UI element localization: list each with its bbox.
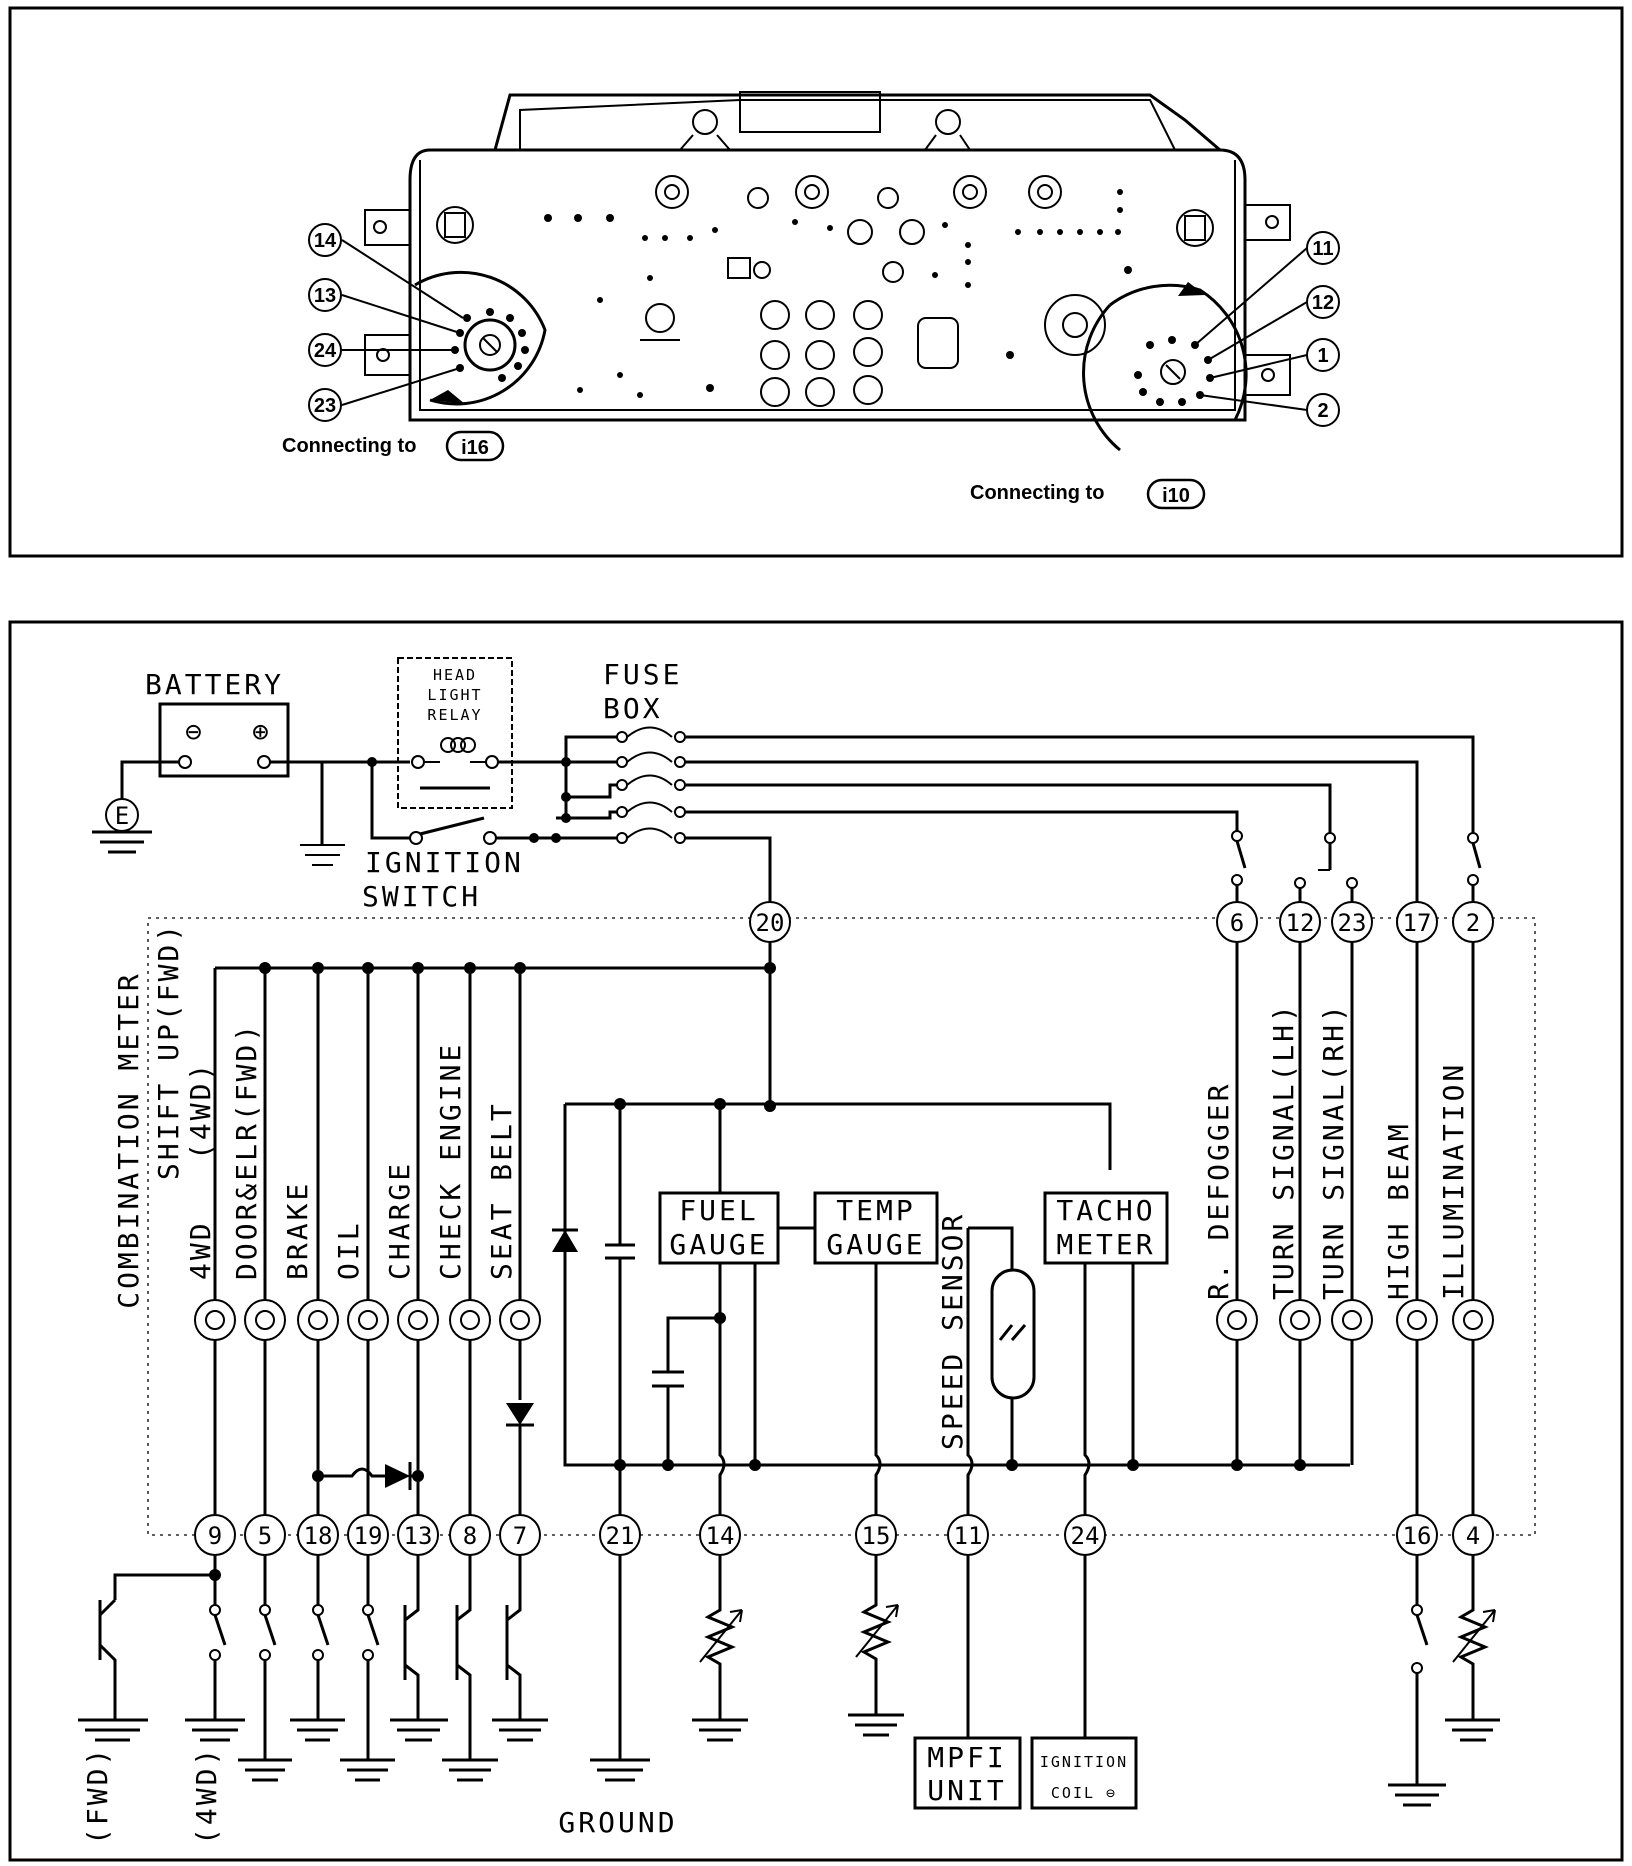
fuel-gauge-line-1: FUEL (679, 1194, 758, 1227)
speed-sensor-reed (990, 1268, 1036, 1400)
terminal-20: 20 (756, 909, 785, 937)
label-check-engine: CHECK ENGINE (434, 1042, 467, 1280)
terminal-16: 16 (1403, 1522, 1432, 1550)
battery: BATTERY ⊖ ⊕ (145, 668, 290, 778)
lamp-bulbs-right (1216, 1299, 1494, 1341)
label-high-beam: HIGH BEAM (1382, 1121, 1415, 1300)
top-panel-frame (8, 6, 1624, 558)
label-r-defogger: R. DEFOGGER (1202, 1082, 1235, 1300)
terminal-9: 9 (208, 1522, 222, 1550)
terminal-2: 2 (1466, 909, 1480, 937)
pin-label-12: 12 (1312, 292, 1334, 314)
label-seat-belt: SEAT BELT (485, 1101, 518, 1280)
connector-left-text: Connecting to (282, 435, 416, 457)
lamp-bulbs-left (194, 1299, 541, 1341)
label-door: DOOR&ELR(FWD) (230, 1022, 263, 1280)
label-oil: OIL (332, 1220, 365, 1280)
terminal-14: 14 (706, 1522, 735, 1550)
fuse-box-line-2: BOX (603, 692, 663, 725)
label-brake: BRAKE (281, 1181, 314, 1280)
label-4wd: 4WD (184, 1220, 217, 1280)
external-switches (78, 1555, 1500, 1807)
temp-gauge-line-2: GAUGE (826, 1228, 925, 1261)
relay-line-2: LIGHT (427, 686, 482, 704)
battery-neg-symbol: ⊖ (185, 715, 205, 748)
label-turn-lh: TURN SIGNAL(LH) (1267, 1002, 1300, 1300)
ignition-line-1: IGNITION (365, 846, 524, 879)
temp-gauge-line-1: TEMP (836, 1194, 915, 1227)
terminal-8: 8 (463, 1522, 477, 1550)
terminal-18: 18 (304, 1522, 333, 1550)
fuse-box: FUSE BOX (603, 658, 682, 725)
ignition-coil-box: IGNITION COIL ⊖ (1030, 1736, 1138, 1810)
relay-line-1: HEAD (433, 666, 477, 684)
terminal-4: 4 (1466, 1522, 1480, 1550)
schematic-frame (8, 620, 1624, 1862)
pin-label-24: 24 (314, 340, 337, 362)
battery-label: BATTERY (145, 668, 284, 701)
pin-label-2: 2 (1317, 400, 1328, 422)
tacho-meter: TACHO METER (1043, 1191, 1169, 1265)
speed-sensor-label: SPEED SENSOR (936, 1212, 969, 1450)
ignition-switch: IGNITION SWITCH (362, 816, 524, 913)
right-pin-callouts: 11 12 1 2 (1194, 231, 1340, 427)
terminal-24: 24 (1071, 1522, 1100, 1550)
earth-label: E (115, 802, 129, 830)
pin-label-11: 11 (1312, 238, 1333, 260)
tacho-line-2: METER (1056, 1228, 1155, 1261)
pin-label-1: 1 (1317, 345, 1328, 367)
mpfi-line-1: MPFI (927, 1741, 1006, 1774)
connector-left-id: i16 (461, 437, 489, 459)
lamp-labels: SHIFT UP(FWD) (4WD) 4WD DOOR&ELR(FWD) BR… (152, 922, 1470, 1300)
connector-right-text: Connecting to (970, 482, 1104, 504)
terminal-13: 13 (404, 1522, 433, 1550)
terminal-19: 19 (354, 1522, 383, 1550)
connector-right-caption: Connecting to i10 (970, 478, 1206, 510)
pin-label-14: 14 (314, 230, 337, 252)
pin-label-13: 13 (314, 285, 336, 307)
ignition-coil-line-2: COIL ⊖ (1051, 1784, 1117, 1802)
connector-right-id: i10 (1162, 485, 1190, 507)
mpfi-unit-box: MPFI UNIT (913, 1736, 1022, 1810)
terminal-23: 23 (1338, 909, 1367, 937)
fuse-box-line-1: FUSE (603, 658, 682, 691)
combination-meter-rear-view (364, 91, 1291, 452)
fuses (616, 726, 686, 844)
label-illumination: ILLUMINATION (1437, 1062, 1470, 1300)
relay-line-3: RELAY (427, 706, 482, 724)
label-shift-up-4wd: (4WD) (184, 1061, 217, 1160)
head-light-relay: HEAD LIGHT RELAY (397, 657, 513, 809)
connector-left-caption: Connecting to i16 (282, 430, 505, 462)
terminal-7: 7 (513, 1522, 527, 1550)
four-wd-label: (4WD) (190, 1746, 223, 1845)
combination-meter-label: COMBINATION METER (112, 971, 145, 1309)
fuel-gauge-line-2: GAUGE (669, 1228, 768, 1261)
terminal-5: 5 (258, 1522, 272, 1550)
terminal-11: 11 (954, 1522, 983, 1550)
temp-gauge: TEMP GAUGE (813, 1191, 939, 1265)
mpfi-line-2: UNIT (927, 1774, 1006, 1807)
battery-pos-symbol: ⊕ (252, 715, 272, 748)
terminal-12: 12 (1286, 909, 1315, 937)
top-terminals: 20 6 12 23 17 2 (749, 901, 1494, 943)
terminal-6: 6 (1230, 909, 1244, 937)
fwd-label: (FWD) (81, 1746, 114, 1845)
terminal-17: 17 (1403, 909, 1432, 937)
terminal-21: 21 (606, 1522, 635, 1550)
label-charge: CHARGE (383, 1161, 416, 1280)
ground-label: GROUND (558, 1806, 677, 1839)
fuel-gauge: FUEL GAUGE (658, 1191, 780, 1265)
label-shift-up: SHIFT UP(FWD) (152, 922, 185, 1180)
ignition-coil-line-1: IGNITION (1040, 1753, 1128, 1771)
ignition-line-2: SWITCH (362, 880, 481, 913)
terminal-15: 15 (862, 1522, 891, 1550)
label-turn-rh: TURN SIGNAL(RH) (1317, 1002, 1350, 1300)
tacho-line-1: TACHO (1056, 1194, 1155, 1227)
pin-label-23: 23 (314, 395, 336, 417)
left-pin-callouts: 14 13 24 23 (308, 223, 464, 422)
